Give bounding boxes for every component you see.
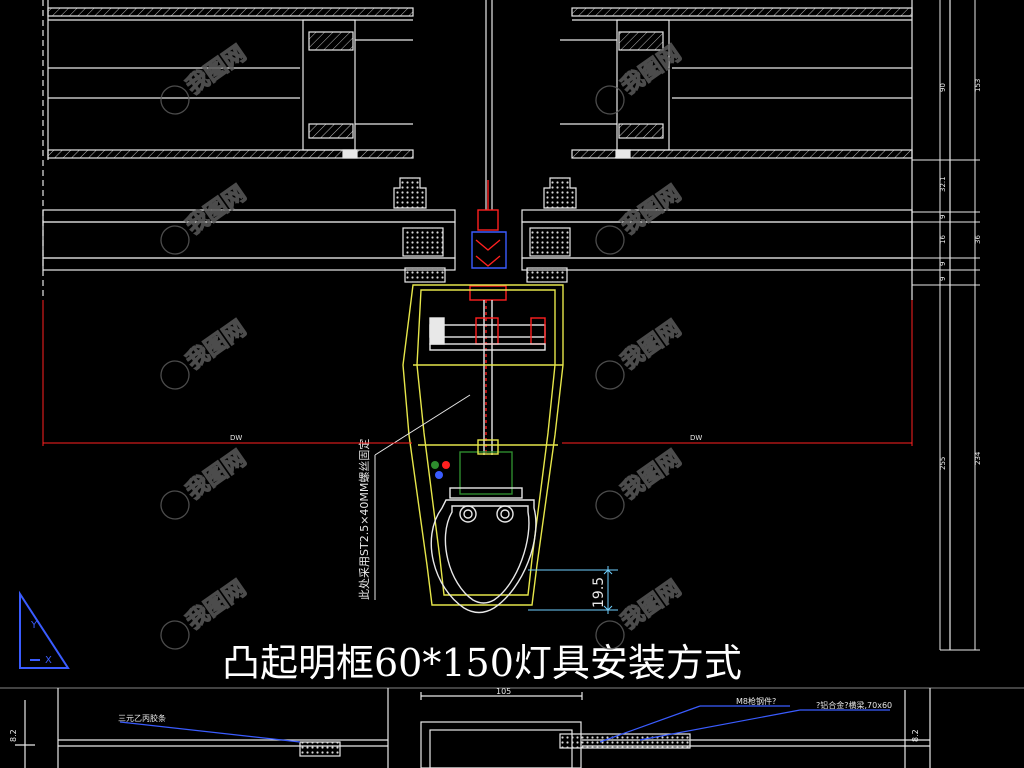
ucs-icon: Y X <box>19 590 70 669</box>
dim-8-2-left: 8.2 <box>9 729 18 742</box>
dim-105: 105 <box>496 687 511 696</box>
leader-note: 此处采用ST2.5×40MM螺丝固定 <box>357 439 371 600</box>
watermark-text: 我图网 <box>182 316 250 374</box>
dim-234: 234 <box>974 451 982 465</box>
dim-19-5-lines <box>528 566 618 614</box>
dim-255: 255 <box>939 457 947 470</box>
dim-9-a: 9 <box>939 215 947 219</box>
dim-dw-right: DW <box>690 434 702 442</box>
right-dim-labels: 90 153 32.1 9 16 36 9 9 255 234 <box>939 79 982 470</box>
lower-drawing <box>0 686 1024 768</box>
dim-90: 90 <box>939 83 947 92</box>
fixture-housing <box>402 284 564 606</box>
watermark-layer: 我图网 我图网 我图网 我图网 我图网 我图网 我图网 我图网 <box>160 41 686 650</box>
leader-line <box>374 394 471 600</box>
note-epdm: 三元乙丙胶条 <box>118 713 166 723</box>
dim-8-2-right: 8.2 <box>911 729 920 742</box>
dim-dw-left: DW <box>230 434 242 442</box>
dim-9-b: 9 <box>939 262 947 266</box>
dim-19-5: 19.5 <box>591 577 607 608</box>
watermark-text: 我图网 <box>182 41 250 99</box>
right-dim-chain <box>912 0 980 651</box>
note-m8: M8枪钢件? <box>736 696 776 706</box>
drawing-title: 凸起明框60*150灯具安装方式 <box>222 641 742 685</box>
dim-153: 153 <box>974 79 982 92</box>
upper-structure <box>42 0 951 650</box>
lower-labels: 105 三元乙丙胶条 M8枪钢件? ?铝合金?横梁,70x60 8.2 8.2 <box>9 687 920 742</box>
note-aluminum-beam: ?铝合金?横梁,70x60 <box>816 700 892 710</box>
watermark-text: 我图网 <box>182 576 250 634</box>
dim-16: 16 <box>939 235 947 244</box>
watermark-text: 我图网 <box>617 316 685 374</box>
driver-block <box>431 439 523 499</box>
lamp-body <box>430 499 537 614</box>
watermark-text: 我图网 <box>617 576 685 634</box>
svg-text:Y: Y <box>30 620 38 631</box>
hanger-bolt <box>469 180 507 455</box>
dim-9-c: 9 <box>939 277 947 281</box>
watermark-text: 我图网 <box>182 446 250 504</box>
dw-dimension <box>42 300 913 446</box>
dim-32-1: 32.1 <box>939 176 947 192</box>
dim-36: 36 <box>974 235 982 244</box>
svg-text:X: X <box>45 655 52 666</box>
watermark-text: 我图网 <box>617 446 685 504</box>
beam-profile <box>42 177 913 283</box>
